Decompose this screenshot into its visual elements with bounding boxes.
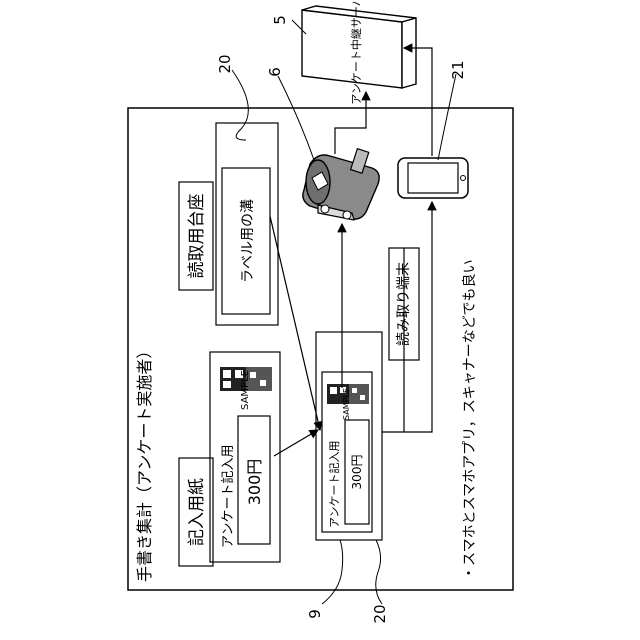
ref-number-placed: 20: [371, 604, 389, 623]
reader-stand-label: 読取用台座: [187, 194, 207, 279]
ref-number-reader: 6: [266, 67, 284, 77]
ref-number-server: 5: [271, 15, 289, 25]
groove-label: ラベル用の溝: [240, 199, 256, 283]
ref-number-smartphone: 21: [449, 60, 467, 79]
placed-form-title: アンケート記入用: [327, 440, 341, 528]
smartphone-icon: [398, 158, 468, 198]
entry-paper-amount: 300円: [245, 459, 264, 506]
entry-paper-qr-text: SAMPLE: [240, 370, 251, 410]
reader-terminal-label: 読み取り端末: [395, 262, 412, 346]
placed-form-qr-text: SAMPLE: [342, 388, 351, 420]
server-label: アンケート中継サーバ: [349, 0, 363, 105]
reader-camera-icon: [303, 149, 379, 220]
ref-number-paper: 9: [306, 609, 324, 619]
ref-number-stand: 20: [216, 54, 234, 73]
entry-paper-label: 記入用紙: [187, 478, 207, 546]
placed-form-amount: 300円: [350, 455, 364, 490]
entry-paper-form-title: アンケート記入用: [220, 445, 236, 548]
note-text: ・スマホとスマホアプリ，スキャナーなどでも良い: [462, 260, 478, 580]
main-title: 手書き集計（アンケート実施者）: [135, 343, 154, 582]
text-layer: 手書き集計（アンケート実施者） 記入用紙 アンケート記入用 300円 SAMPL…: [135, 0, 478, 624]
